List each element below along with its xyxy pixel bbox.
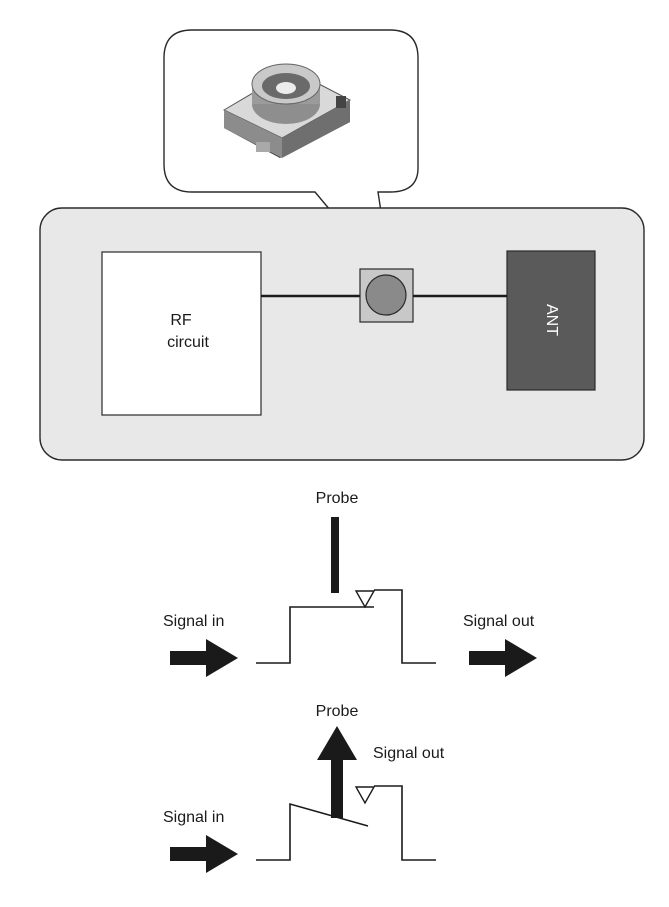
signal-out-arrow-icon xyxy=(469,639,537,677)
probe-label: Probe xyxy=(316,490,359,507)
connector-port xyxy=(365,274,407,316)
switch-state-normal: Probe Signal in Signal out xyxy=(163,490,537,677)
rf-circuit-label-line2: circuit xyxy=(167,334,209,351)
signal-out-label-2: Signal out xyxy=(373,745,445,762)
signal-in-arrow-icon xyxy=(170,639,238,677)
switch-contact-path xyxy=(256,606,374,664)
switch-output-path-2 xyxy=(374,785,436,861)
probe xyxy=(331,517,339,593)
probe-label-2: Probe xyxy=(316,703,359,720)
antenna-block xyxy=(506,250,596,391)
signal-out-label: Signal out xyxy=(463,613,535,630)
probe-up-arrow-icon xyxy=(317,726,357,818)
contact-point-icon-2 xyxy=(354,786,376,805)
switch-state-probe-inserted: Probe Signal out Signal in xyxy=(163,703,445,873)
switch-contact-path-lifted xyxy=(256,802,369,861)
signal-in-arrow-icon-2 xyxy=(170,835,238,873)
rf-circuit-label-line1: RF xyxy=(170,312,192,329)
signal-in-label-2: Signal in xyxy=(163,809,224,826)
switch-output-path xyxy=(374,589,436,664)
signal-in-label: Signal in xyxy=(163,613,224,630)
rf-circuit-block xyxy=(101,251,262,416)
coaxial-switch-connector-icon xyxy=(222,63,352,158)
contact-point-icon xyxy=(354,590,376,609)
antenna-label: ANT xyxy=(543,304,560,336)
